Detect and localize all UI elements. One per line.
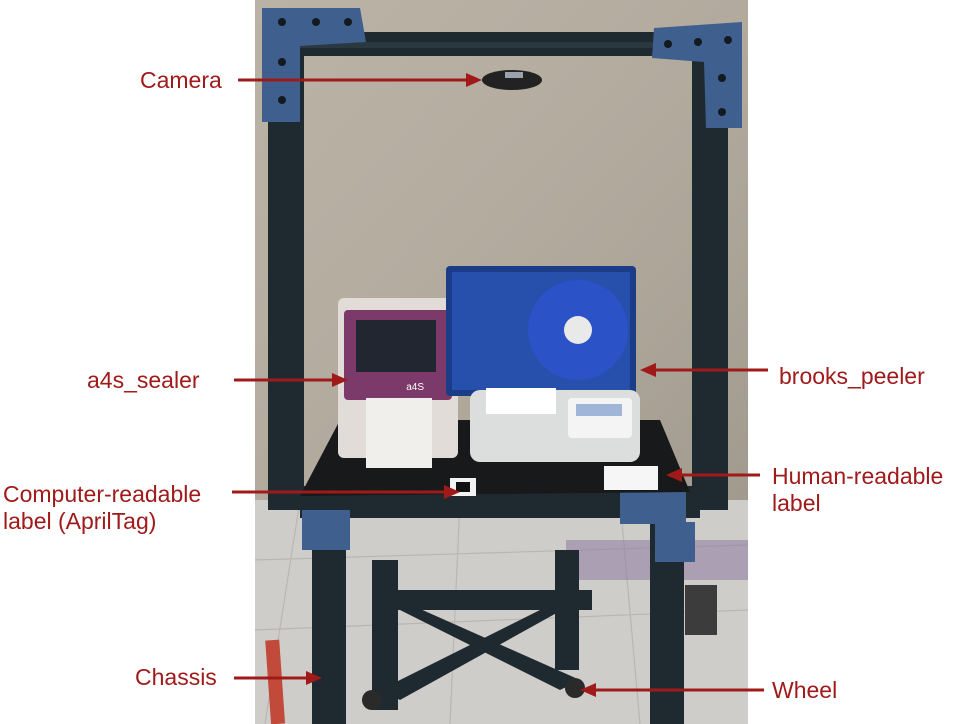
- corner-plates: [262, 8, 742, 562]
- apriltag-label-line1: Computer-readable: [3, 481, 202, 507]
- brooks-peeler-device: [446, 266, 640, 462]
- human-readable-label-card: [604, 466, 658, 490]
- camera-label: Camera: [140, 67, 222, 93]
- a4s-sealer-label: a4s_sealer: [87, 367, 200, 393]
- apriltag-label: Computer-readable label (AprilTag): [3, 481, 201, 535]
- apriltag-label-line2: label (AprilTag): [3, 508, 157, 534]
- camera-device: [482, 70, 542, 90]
- arrowheads: [306, 73, 682, 697]
- brooks-peeler-label: brooks_peeler: [779, 363, 925, 389]
- wheel-label: Wheel: [772, 677, 838, 703]
- a4s-sealer-device: a4S: [338, 298, 458, 468]
- red-tape: [265, 639, 286, 724]
- sealer-brand-text: a4S: [406, 382, 424, 393]
- human-readable-label-line1: Human-readable: [772, 463, 944, 489]
- chassis-label: Chassis: [135, 664, 217, 690]
- arrows: [232, 78, 768, 692]
- photo: a4S: [254, 0, 749, 724]
- wheels: [362, 678, 585, 710]
- human-readable-label: Human-readable label: [772, 463, 943, 517]
- human-readable-label-line2: label: [772, 490, 821, 516]
